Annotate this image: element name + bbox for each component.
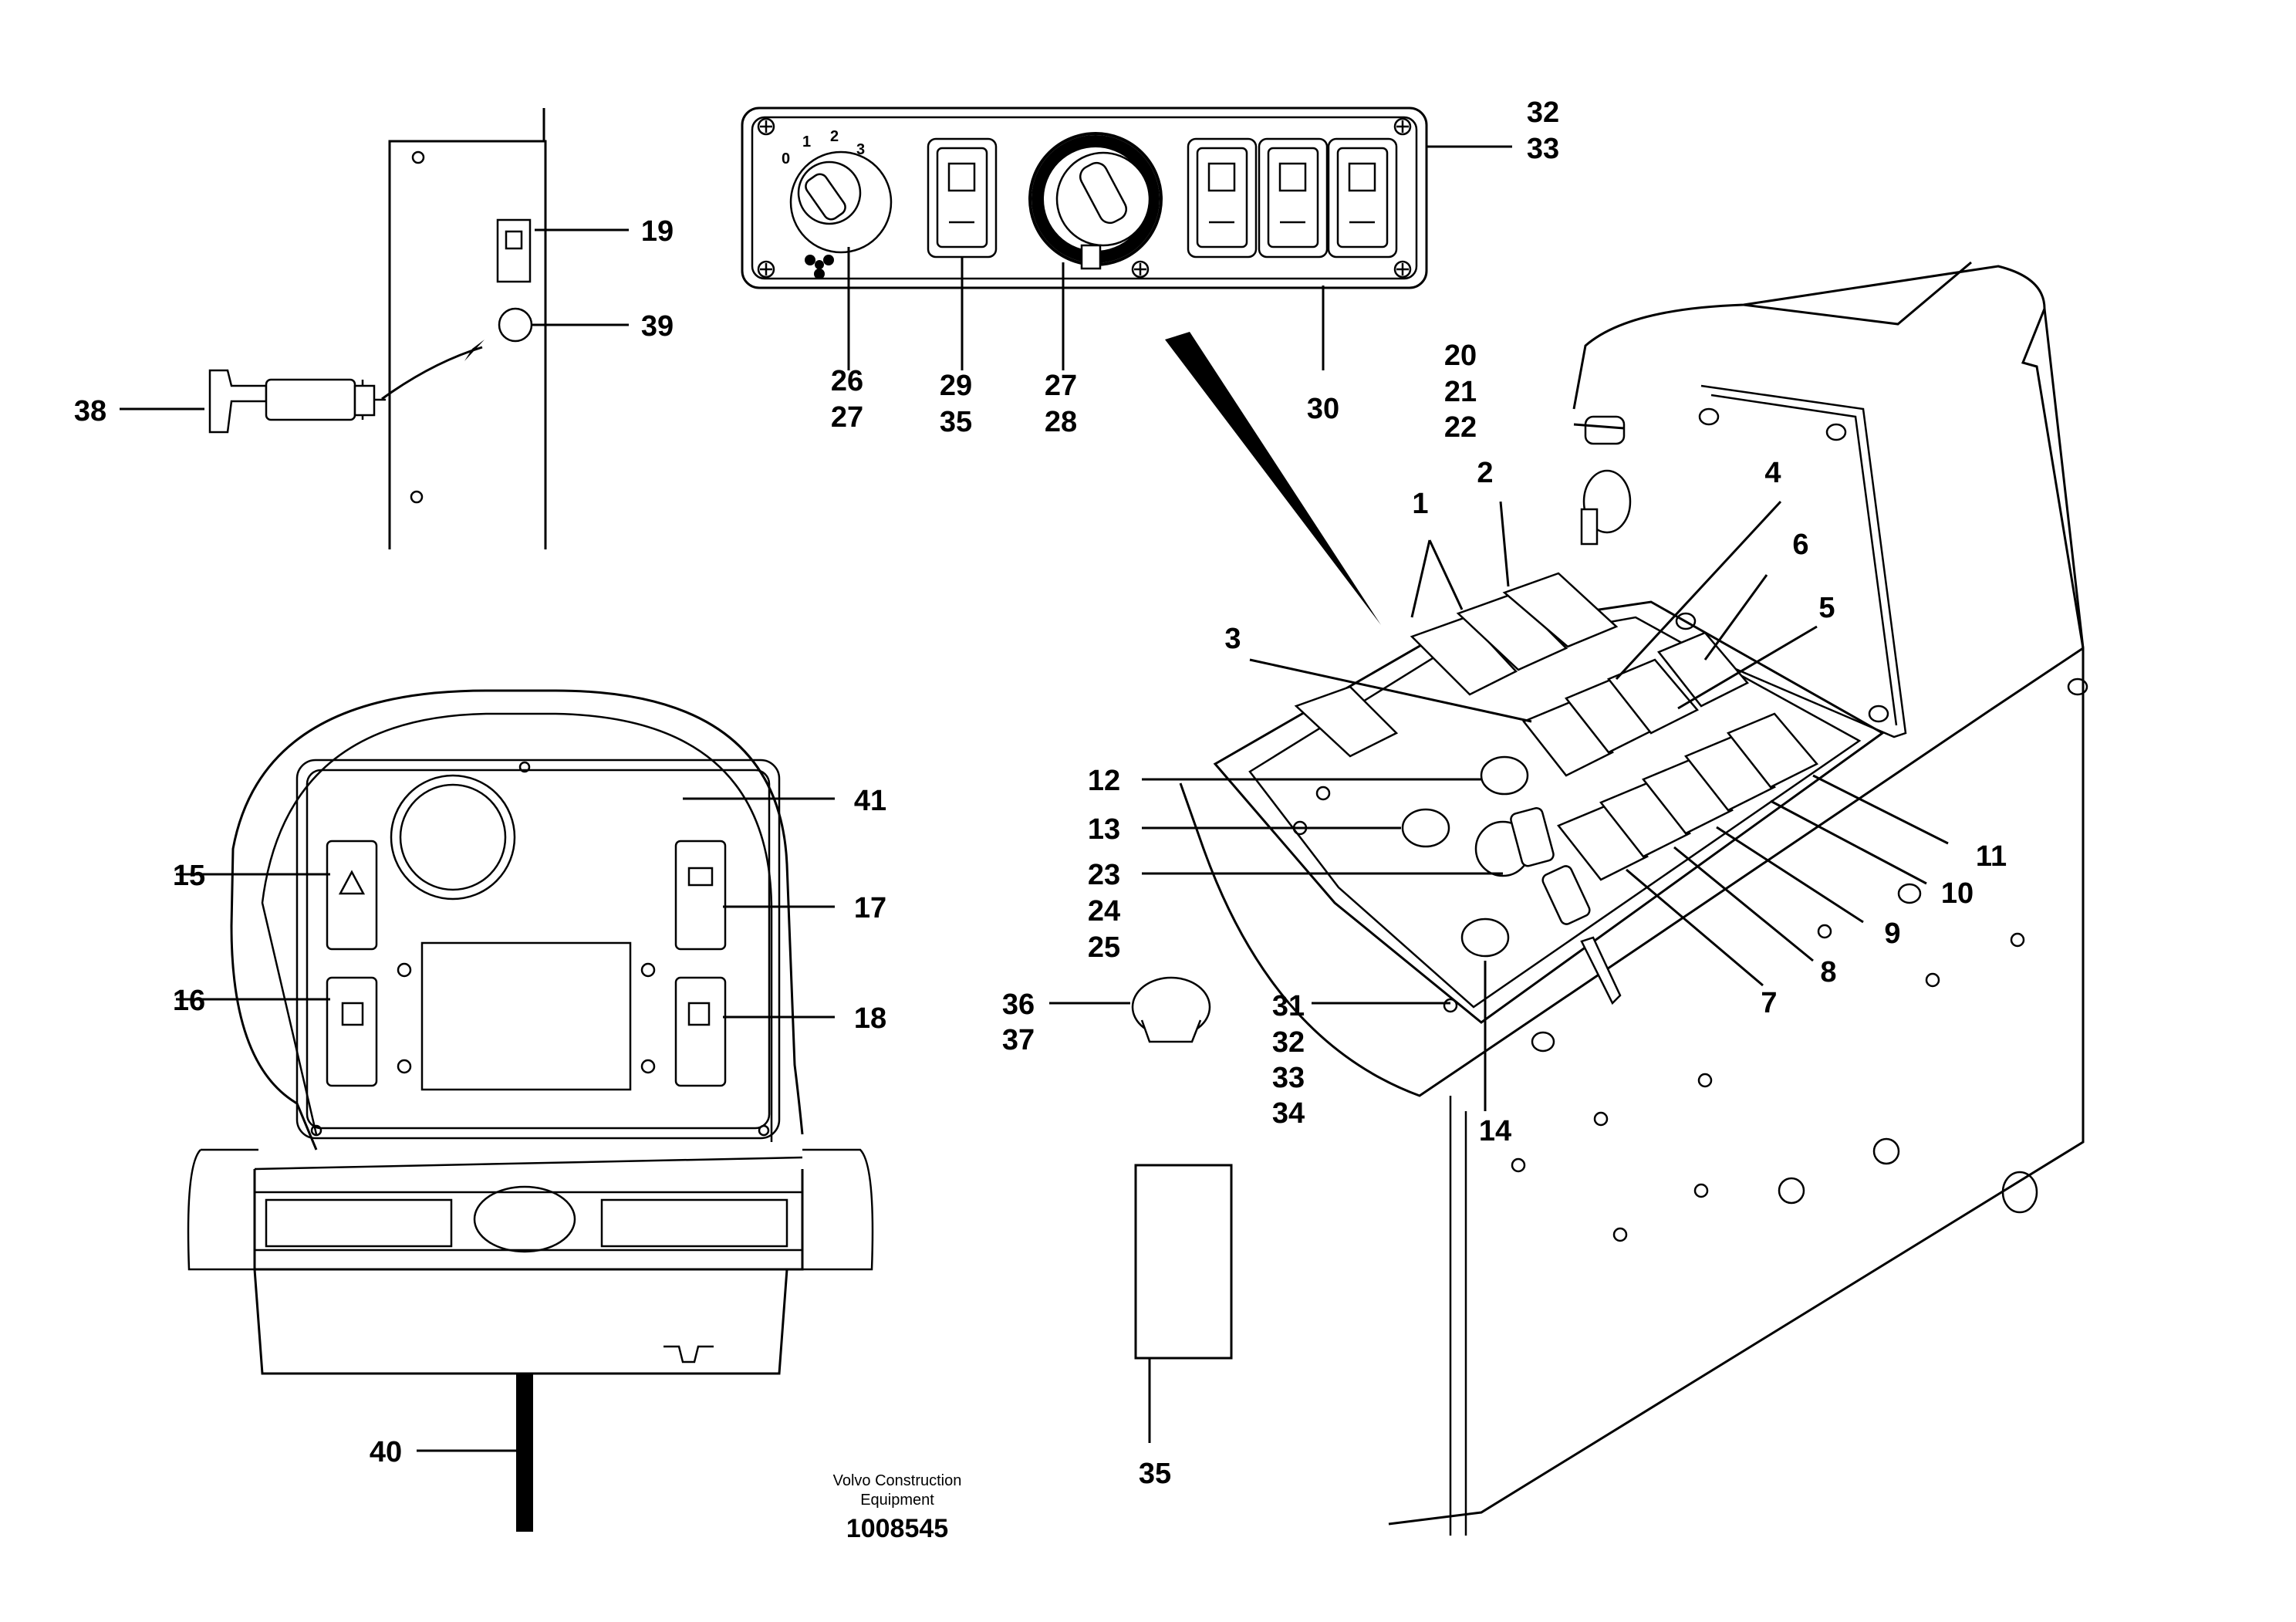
knob-20-22-icon bbox=[1580, 415, 1632, 546]
callout-37: 37 bbox=[1002, 1024, 1035, 1056]
footer-brand-line1: Volvo Construction bbox=[833, 1472, 962, 1489]
callout-35-b: 35 bbox=[1139, 1458, 1171, 1490]
callout-14: 14 bbox=[1479, 1115, 1511, 1147]
callout-15: 15 bbox=[173, 860, 205, 892]
callout-29: 29 bbox=[940, 370, 972, 402]
callout-20: 20 bbox=[1444, 340, 1477, 372]
callout-9: 9 bbox=[1884, 917, 1900, 950]
rocker-switches-1-2-icon bbox=[1294, 572, 1619, 758]
callout-22: 22 bbox=[1444, 411, 1477, 444]
callout-39: 39 bbox=[641, 310, 674, 343]
callout-30: 30 bbox=[1307, 393, 1339, 425]
callout-4: 4 bbox=[1764, 457, 1781, 489]
dial-mark-3: 3 bbox=[856, 141, 865, 158]
dial-mark-1: 1 bbox=[802, 133, 811, 150]
fan-symbol-icon bbox=[805, 255, 834, 279]
callout-38: 38 bbox=[74, 395, 106, 427]
callout-3: 3 bbox=[1224, 623, 1241, 655]
heater-knob-27-icon bbox=[1028, 132, 1163, 270]
rocker-switches-3-11-icon bbox=[1522, 631, 1818, 881]
cap-36-37-icon bbox=[1131, 976, 1211, 1043]
pushbuttons-12-13-14-icon bbox=[1401, 755, 1529, 958]
callout-25: 25 bbox=[1088, 931, 1120, 964]
socket-hole-39-icon bbox=[498, 307, 533, 343]
switch-19-icon bbox=[496, 218, 532, 283]
dial-mark-0: 0 bbox=[782, 150, 790, 167]
switch-panel-detail: 0 1 2 3 bbox=[741, 106, 1428, 289]
rocker-switch-29-icon bbox=[927, 137, 998, 259]
footer-brand-line2: Equipment bbox=[860, 1492, 934, 1509]
front-instrument-panel bbox=[187, 689, 874, 1532]
callout-28: 28 bbox=[1045, 406, 1077, 438]
panel-switches-15-18-icon bbox=[326, 840, 727, 1087]
decal-35-icon bbox=[1134, 1164, 1233, 1360]
callout-27-b: 27 bbox=[1045, 370, 1077, 402]
callout-34: 34 bbox=[1272, 1097, 1305, 1130]
callout-12: 12 bbox=[1088, 765, 1120, 797]
callout-36: 36 bbox=[1002, 988, 1035, 1021]
callout-33-b: 33 bbox=[1272, 1062, 1305, 1094]
callout-33-a: 33 bbox=[1527, 133, 1559, 165]
detail-pointer-wedge bbox=[1165, 332, 1381, 625]
callout-2: 2 bbox=[1477, 457, 1493, 489]
callout-6: 6 bbox=[1792, 529, 1808, 561]
callout-35-a: 35 bbox=[940, 406, 972, 438]
callout-27-a: 27 bbox=[831, 401, 863, 434]
callout-16: 16 bbox=[173, 985, 205, 1017]
callout-11: 11 bbox=[1976, 840, 2007, 873]
drawing-number: 1008545 bbox=[846, 1514, 948, 1543]
callout-13: 13 bbox=[1088, 813, 1120, 846]
ignition-key-icon bbox=[1474, 807, 1622, 1005]
callout-32-a: 32 bbox=[1527, 96, 1559, 129]
side-panel-view bbox=[208, 108, 547, 549]
operator-console bbox=[1179, 261, 2088, 1536]
callout-7: 7 bbox=[1761, 987, 1777, 1019]
callout-19: 19 bbox=[641, 215, 674, 248]
dial-mark-2: 2 bbox=[830, 128, 839, 145]
callout-1: 1 bbox=[1412, 488, 1428, 520]
callout-labels: 1 2 3 4 5 6 7 8 9 10 11 12 13 14 15 16 1… bbox=[74, 96, 2007, 1490]
callout-17: 17 bbox=[854, 892, 886, 924]
fan-speed-knob-icon: 0 1 2 3 bbox=[782, 128, 893, 279]
callout-23: 23 bbox=[1088, 859, 1120, 891]
callout-32-b: 32 bbox=[1272, 1026, 1305, 1059]
leader-lines bbox=[120, 145, 1949, 1452]
callout-26: 26 bbox=[831, 365, 863, 397]
socket-plug-38-icon bbox=[208, 369, 386, 434]
callout-41: 41 bbox=[854, 785, 886, 817]
rocker-switch-30-group-icon bbox=[1187, 137, 1398, 259]
callout-5: 5 bbox=[1818, 592, 1835, 624]
callout-8: 8 bbox=[1820, 956, 1836, 988]
footer: Volvo Construction Equipment 1008545 bbox=[833, 1472, 962, 1543]
callout-31: 31 bbox=[1272, 990, 1305, 1022]
callout-21: 21 bbox=[1444, 376, 1477, 408]
callout-18: 18 bbox=[854, 1002, 886, 1035]
callout-24: 24 bbox=[1088, 895, 1120, 928]
callout-10: 10 bbox=[1941, 877, 1974, 910]
callout-40: 40 bbox=[370, 1436, 402, 1468]
